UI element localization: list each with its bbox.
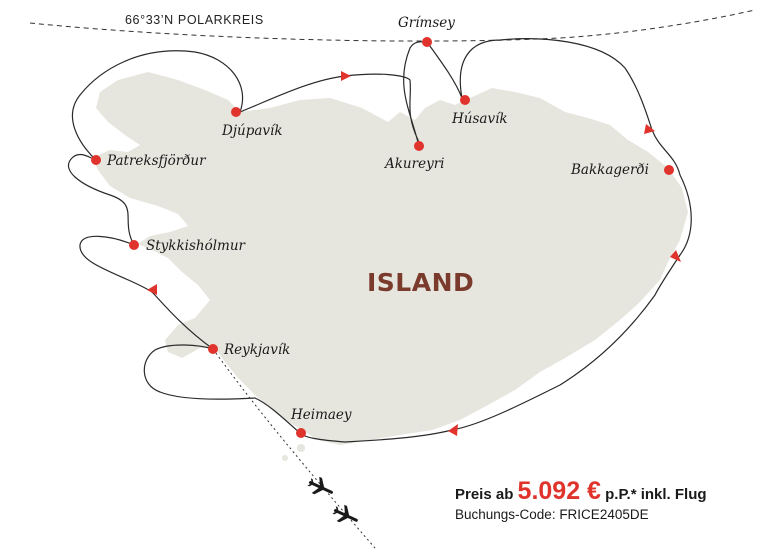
flight-path (212, 348, 376, 549)
airplane-icon (332, 504, 358, 523)
country-label: ISLAND (367, 268, 474, 297)
port-label-stykkisholmur: Stykkishólmur (146, 238, 247, 254)
price-value: 5.092 € (517, 477, 601, 505)
port-label-bakkagerdi: Bakkagerði (570, 162, 649, 178)
route-arrow-icon (448, 424, 458, 436)
iceland-landmass (92, 72, 688, 445)
port-label-reykjavik: Reykjavík (223, 342, 290, 358)
port-label-patreksfjordur: Patreksfjörður (106, 153, 207, 169)
port-dot-stykkisholmur (129, 240, 139, 250)
route-arrow-icon (147, 284, 157, 295)
port-dot-grimsey (422, 37, 432, 47)
port-dot-patreksfjordur (91, 155, 101, 165)
port-label-husavik: Húsavík (451, 111, 508, 127)
port-markers (91, 37, 674, 438)
airplane-icon (307, 476, 334, 495)
arctic-circle-label: 66°33’N POLARKREIS (125, 13, 264, 27)
port-dot-djupavik (231, 107, 241, 117)
booking-code: Buchungs-Code: FRICE2405DE (455, 507, 649, 522)
port-dot-bakkagerdi (664, 165, 674, 175)
price-box: Preis ab 5.092 € p.P.* inkl. Flug Buchun… (455, 477, 707, 522)
price-line: Preis ab 5.092 € p.P.* inkl. Flug (455, 477, 707, 506)
port-dot-reykjavik (208, 344, 218, 354)
port-label-akureyri: Akureyri (383, 156, 444, 172)
port-dot-heimaey (296, 428, 306, 438)
price-suffix: p.P.* inkl. Flug (605, 486, 707, 503)
port-dot-husavik (460, 95, 470, 105)
port-label-grimsey: Grímsey (398, 15, 455, 31)
island-small (282, 455, 288, 461)
island-small (297, 444, 305, 452)
route-arrow-icon (341, 71, 351, 81)
port-dot-akureyri (414, 141, 424, 151)
arctic-circle-line (29, 9, 756, 42)
route-arrow-icon (644, 124, 655, 134)
price-prefix: Preis ab (455, 486, 514, 503)
port-label-djupavik: Djúpavík (221, 123, 283, 139)
port-label-heimaey: Heimaey (290, 407, 352, 423)
route-arrow-icon (670, 250, 681, 262)
